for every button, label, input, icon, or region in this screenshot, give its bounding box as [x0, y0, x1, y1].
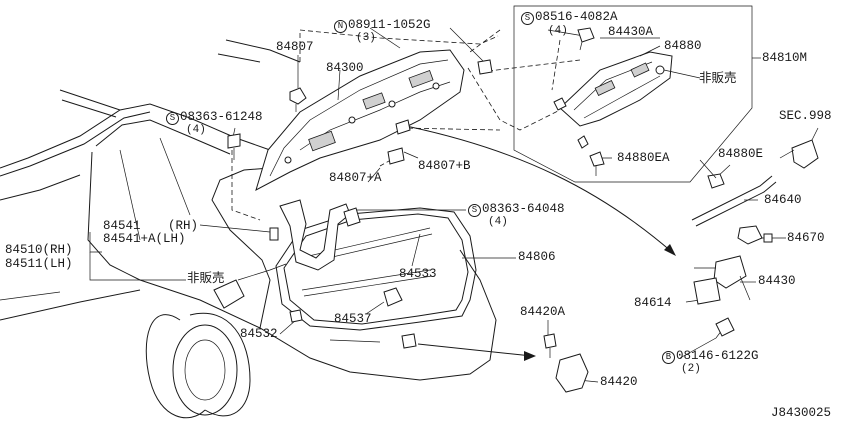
label-84420a[interactable]: 84420A [520, 305, 566, 319]
qty-08516: (4) [548, 25, 568, 37]
inner-panel-84880 [559, 51, 673, 127]
qty-08146: (2) [681, 363, 701, 375]
label-84510-rh[interactable]: 84510(RH) [5, 243, 73, 257]
car-body-outline [0, 39, 497, 419]
diagram-code: J8430025 [771, 406, 832, 420]
label-84880[interactable]: 84880 [664, 39, 702, 53]
n-marker-icon: N [334, 20, 347, 33]
label-84810m[interactable]: 84810M [762, 51, 808, 65]
label-84511-lh[interactable]: 84511(LH) [5, 257, 73, 271]
label-84880e[interactable]: 84880E [718, 147, 764, 161]
label-84640[interactable]: 84640 [764, 193, 802, 207]
group-outline-84810M [513, 5, 753, 183]
label-not-sold-1: 非販売 [699, 72, 737, 86]
label-84614[interactable]: 84614 [634, 296, 672, 310]
s-marker-icon: S [521, 12, 534, 25]
label-84532[interactable]: 84532 [240, 327, 278, 341]
label-84430[interactable]: 84430 [758, 274, 796, 288]
label-84541-a-lh[interactable]: 84541+A(LH) [103, 232, 186, 246]
b-marker-icon: B [662, 351, 675, 364]
s-marker-icon: S [468, 204, 481, 217]
s-marker-icon: S [166, 112, 179, 125]
label-84807[interactable]: 84807 [276, 40, 314, 54]
reference-arrows [405, 125, 676, 361]
label-84430a[interactable]: 84430A [608, 25, 654, 39]
label-not-sold-2: 非販売 [187, 272, 225, 286]
label-84880ea[interactable]: 84880EA [617, 151, 670, 165]
label-84537[interactable]: 84537 [334, 312, 372, 326]
label-84533[interactable]: 84533 [399, 267, 437, 281]
label-rh: (RH) [168, 219, 199, 233]
label-84807-b[interactable]: 84807+B [418, 159, 471, 173]
qty-08363-61248: (4) [186, 124, 206, 136]
label-sec-998[interactable]: SEC.998 [779, 109, 832, 123]
label-84806[interactable]: 84806 [518, 250, 556, 264]
qty-08911: (3) [356, 32, 376, 44]
trunk-lid-84300 [255, 49, 465, 192]
label-84541[interactable]: 84541 [103, 219, 141, 233]
fasteners-and-parts [227, 27, 819, 393]
label-84807-a[interactable]: 84807+A [329, 171, 382, 185]
label-84300[interactable]: 84300 [326, 61, 364, 75]
label-84420[interactable]: 84420 [600, 375, 638, 389]
qty-08363-64048: (4) [488, 216, 508, 228]
label-84670[interactable]: 84670 [787, 231, 825, 245]
